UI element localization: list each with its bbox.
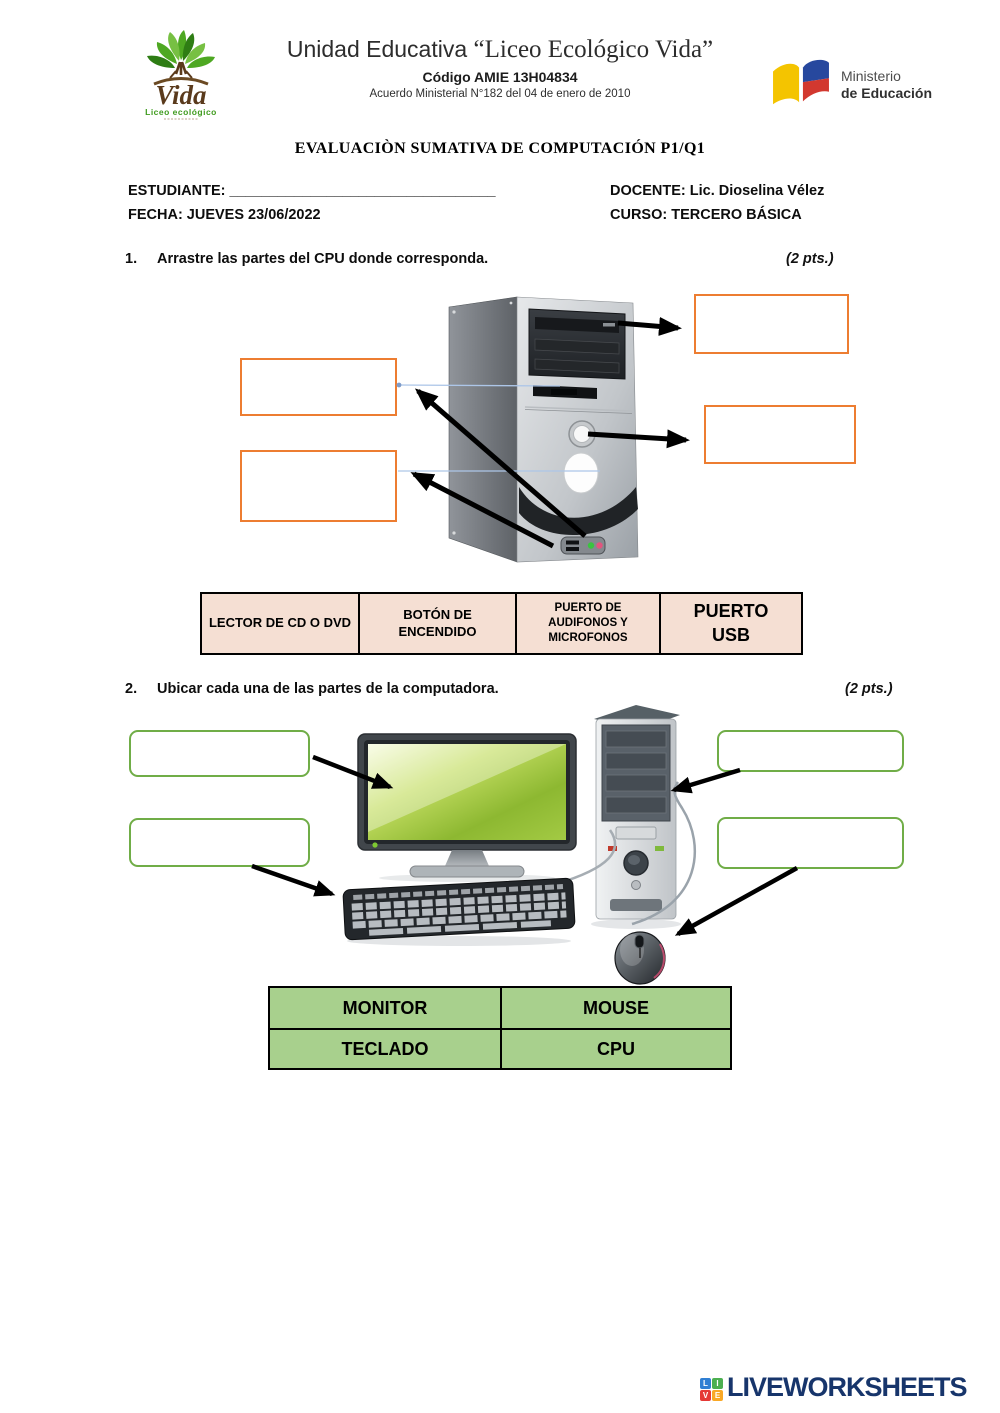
vida-logo-name: Vida bbox=[155, 80, 206, 110]
ministry-book-icon bbox=[773, 59, 829, 105]
ministry-logo-block: Ministerio de Educación bbox=[770, 58, 932, 112]
word-bank-item[interactable]: MOUSE bbox=[500, 988, 730, 1028]
word-bank-item[interactable]: MONITOR bbox=[342, 997, 428, 1018]
word-bank-item[interactable]: PUERTO DE AUDIFONOS Y MICROFONOS bbox=[515, 594, 659, 653]
word-bank-item[interactable]: BOTÓN DE ENCENDIDO bbox=[358, 594, 515, 653]
guide-dot-1 bbox=[396, 382, 402, 388]
q1-points: (2 pts.) bbox=[786, 251, 834, 267]
logo-square-l: L bbox=[700, 1378, 711, 1389]
logo-square-i: I bbox=[712, 1378, 723, 1389]
student-label: ESTUDIANTE: bbox=[128, 183, 230, 199]
school-name: Unidad Educativa “Liceo Ecológico Vida” bbox=[250, 36, 750, 64]
word-bank-item-label: PUERTO USB bbox=[693, 601, 769, 645]
logo-square-e: E bbox=[712, 1390, 723, 1401]
school-name-quoted: “Liceo Ecológico Vida” bbox=[473, 36, 714, 63]
liveworksheets-logo-icon[interactable]: L I V E bbox=[700, 1378, 723, 1401]
course-field: CURSO: TERCERO BÁSICA bbox=[610, 207, 802, 223]
ministry-line1: Ministerio bbox=[841, 67, 901, 84]
monitor-illustration bbox=[357, 733, 577, 882]
q2-word-bank: MONITOR MOUSE TECLADO CPU bbox=[268, 986, 732, 1070]
q1-drop-zone-right-1[interactable] bbox=[694, 294, 849, 354]
q1-drop-zone-right-2[interactable] bbox=[704, 405, 856, 464]
ministry-text: Ministerio de Educación bbox=[841, 68, 932, 103]
word-bank-item[interactable]: CPU bbox=[500, 1028, 730, 1068]
word-bank-item[interactable]: PUERTO USB bbox=[659, 594, 801, 653]
q2-drop-zone-keyboard[interactable] bbox=[129, 818, 310, 867]
q2-drop-zone-monitor[interactable] bbox=[129, 730, 310, 777]
teacher-field: DOCENTE: Lic. Dioselina Vélez bbox=[610, 183, 825, 199]
q1-drop-zone-left-2[interactable] bbox=[240, 450, 397, 522]
mouse-illustration bbox=[614, 931, 666, 985]
ministerial-agreement: Acuerdo Ministerial N°182 del 04 de ener… bbox=[369, 88, 631, 100]
arrow-to-mouse bbox=[674, 866, 799, 936]
page-title: EVALUACIÒN SUMATIVA DE COMPUTACIÓN P1/Q1 bbox=[294, 140, 706, 157]
q2-number: 2. bbox=[125, 681, 138, 697]
q1-figure bbox=[0, 278, 1000, 580]
logo-square-v: V bbox=[700, 1390, 711, 1401]
student-blank-line[interactable]: _________________________________ bbox=[229, 183, 496, 199]
arrow-to-keyboard bbox=[251, 863, 336, 897]
q2-text: Ubicar cada una de las partes de la comp… bbox=[157, 681, 499, 697]
liveworksheets-brand[interactable]: LIVEWORKSHEETS bbox=[727, 1372, 968, 1402]
ministry-line2: de Educación bbox=[841, 85, 933, 101]
q2-figure bbox=[0, 700, 1000, 990]
q2-drop-zone-mouse[interactable] bbox=[717, 817, 904, 869]
q1-number: 1. bbox=[125, 251, 138, 267]
header-center: Unidad Educativa “Liceo Ecológico Vida” … bbox=[250, 36, 750, 100]
student-field: ESTUDIANTE: ____________________________… bbox=[128, 183, 496, 199]
keyboard-illustration bbox=[342, 877, 576, 946]
vida-logo-subtitle: Liceo ecológico bbox=[145, 107, 217, 117]
school-code: Código AMIE 13H04834 bbox=[422, 69, 578, 85]
q1-word-bank: LECTOR DE CD O DVD BOTÓN DE ENCENDIDO PU… bbox=[200, 592, 803, 655]
date-field: FECHA: JUEVES 23/06/2022 bbox=[128, 207, 321, 223]
q2-points: (2 pts.) bbox=[845, 681, 893, 697]
word-bank-item[interactable]: TECLADO bbox=[270, 1028, 500, 1068]
word-bank-item[interactable]: LECTOR DE CD O DVD bbox=[208, 615, 352, 631]
desktop-tower-illustration bbox=[591, 705, 681, 929]
q2-drop-zone-cpu[interactable] bbox=[717, 730, 904, 772]
q1-drop-zone-left-1[interactable] bbox=[240, 358, 397, 416]
school-name-prefix: Unidad Educativa bbox=[286, 36, 468, 62]
cpu-tower-illustration bbox=[448, 296, 639, 563]
school-logo: Vida Liceo ecológico bbox=[145, 30, 217, 120]
q1-text: Arrastre las partes del CPU donde corres… bbox=[157, 251, 489, 267]
tree-icon bbox=[147, 30, 215, 86]
